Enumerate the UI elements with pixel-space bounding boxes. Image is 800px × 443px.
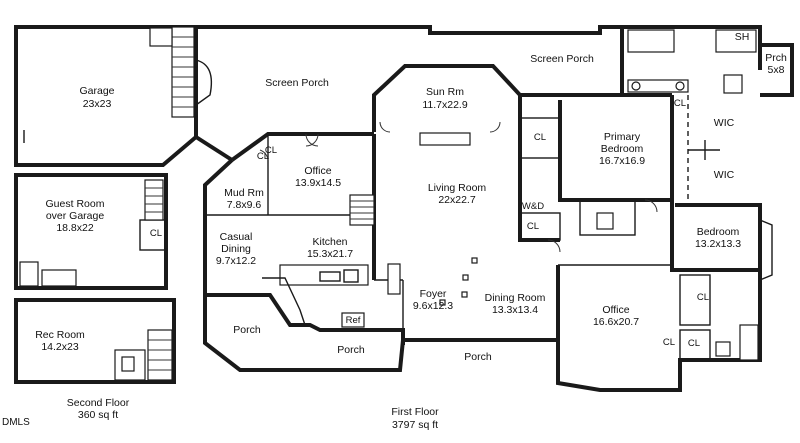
- screen-porch-left-walls: [196, 25, 620, 35]
- bed-cl2-label: CL: [688, 338, 700, 349]
- casual-dining-size: 9.7x12.2: [216, 255, 256, 267]
- first-floor-area: 3797 sq ft: [392, 419, 438, 431]
- stairs-kitchen: [349, 194, 375, 226]
- office-bottom-label: Office: [602, 304, 629, 316]
- porch-left-label: Porch: [233, 324, 261, 336]
- living-room-size: 22x22.7: [438, 194, 476, 206]
- rec-room-walls: [14, 298, 176, 384]
- bedroom-walls: [670, 200, 760, 272]
- sun-room-size: 11.7x22.9: [422, 99, 468, 111]
- wic-bottom-label: WIC: [714, 169, 735, 181]
- wic-top-label: WIC: [714, 117, 735, 129]
- office-top-size: 13.9x14.5: [295, 177, 341, 189]
- primary-bedroom-label-2: Bedroom: [601, 143, 644, 155]
- foyer-size: 9.6x12.3: [413, 300, 453, 312]
- sun-room-label: Sun Rm: [426, 86, 464, 98]
- office-bottom-size: 16.6x20.7: [593, 316, 639, 328]
- stairs-main: [171, 26, 213, 118]
- second-floor-area: 360 sq ft: [78, 409, 118, 421]
- prch-label: Prch: [765, 52, 787, 64]
- porch-mid-label: Porch: [337, 344, 365, 356]
- prch-size: 5x8: [768, 64, 785, 76]
- ref-label: Ref: [346, 315, 361, 326]
- bed-cl-label: CL: [697, 292, 709, 303]
- primary-cl-label: CL: [674, 98, 686, 109]
- prch-walls: [760, 43, 794, 97]
- house-outer-walls: [230, 132, 374, 162]
- cl-living-label: CL: [534, 132, 546, 143]
- bedroom-size: 13.2x13.3: [695, 238, 741, 250]
- watermark: DMLS: [2, 417, 30, 428]
- rec-room-size: 14.2x23: [41, 341, 79, 353]
- mud-room-label: Mud Rm: [224, 187, 264, 199]
- casual-dining-label-2: Dining: [221, 243, 251, 255]
- second-floor-label: Second Floor: [67, 397, 130, 409]
- garage-walls: [14, 25, 198, 167]
- primary-bedroom-label-1: Primary: [604, 131, 641, 143]
- kitchen-label: Kitchen: [312, 236, 347, 248]
- wd-cl-label: CL: [527, 221, 539, 232]
- bedroom-label: Bedroom: [697, 226, 740, 238]
- office-cl-label: CL: [663, 337, 675, 348]
- wd-label: W&D: [522, 201, 544, 212]
- kitchen-size: 15.3x21.7: [307, 248, 353, 260]
- office-top-label: Office: [304, 165, 331, 177]
- screen-porch-left-label: Screen Porch: [265, 77, 329, 89]
- first-floor-label: First Floor: [391, 406, 439, 418]
- mud-room-size: 7.8x9.6: [227, 199, 262, 211]
- porch-outline: [205, 293, 405, 345]
- porch-right-label: Porch: [464, 351, 492, 363]
- guest-room-label-1: Guest Room: [46, 198, 105, 210]
- primary-bedroom-size: 16.7x16.9: [599, 155, 645, 167]
- guest-stairs: [144, 179, 164, 221]
- foyer-label: Foyer: [420, 288, 447, 300]
- guest-room-label-2: over Garage: [46, 210, 105, 222]
- living-room-label: Living Room: [428, 182, 487, 194]
- casual-dining-label-1: Casual: [220, 231, 253, 243]
- guest-cl-label: CL: [150, 228, 162, 239]
- mud-cl2-label: CL: [265, 145, 277, 156]
- garage-label: Garage: [79, 85, 114, 97]
- guest-room-size: 18.8x22: [56, 222, 94, 234]
- dining-room-label: Dining Room: [485, 292, 546, 304]
- rec-room-label: Rec Room: [35, 329, 85, 341]
- rec-stairs: [147, 329, 173, 381]
- dining-room-size: 13.3x13.4: [492, 304, 538, 316]
- screen-porch-right-label: Screen Porch: [530, 53, 594, 65]
- mud-cl1-label: CL: [257, 151, 269, 162]
- sh-label: SH: [735, 31, 750, 43]
- garage-size: 23x23: [83, 98, 112, 110]
